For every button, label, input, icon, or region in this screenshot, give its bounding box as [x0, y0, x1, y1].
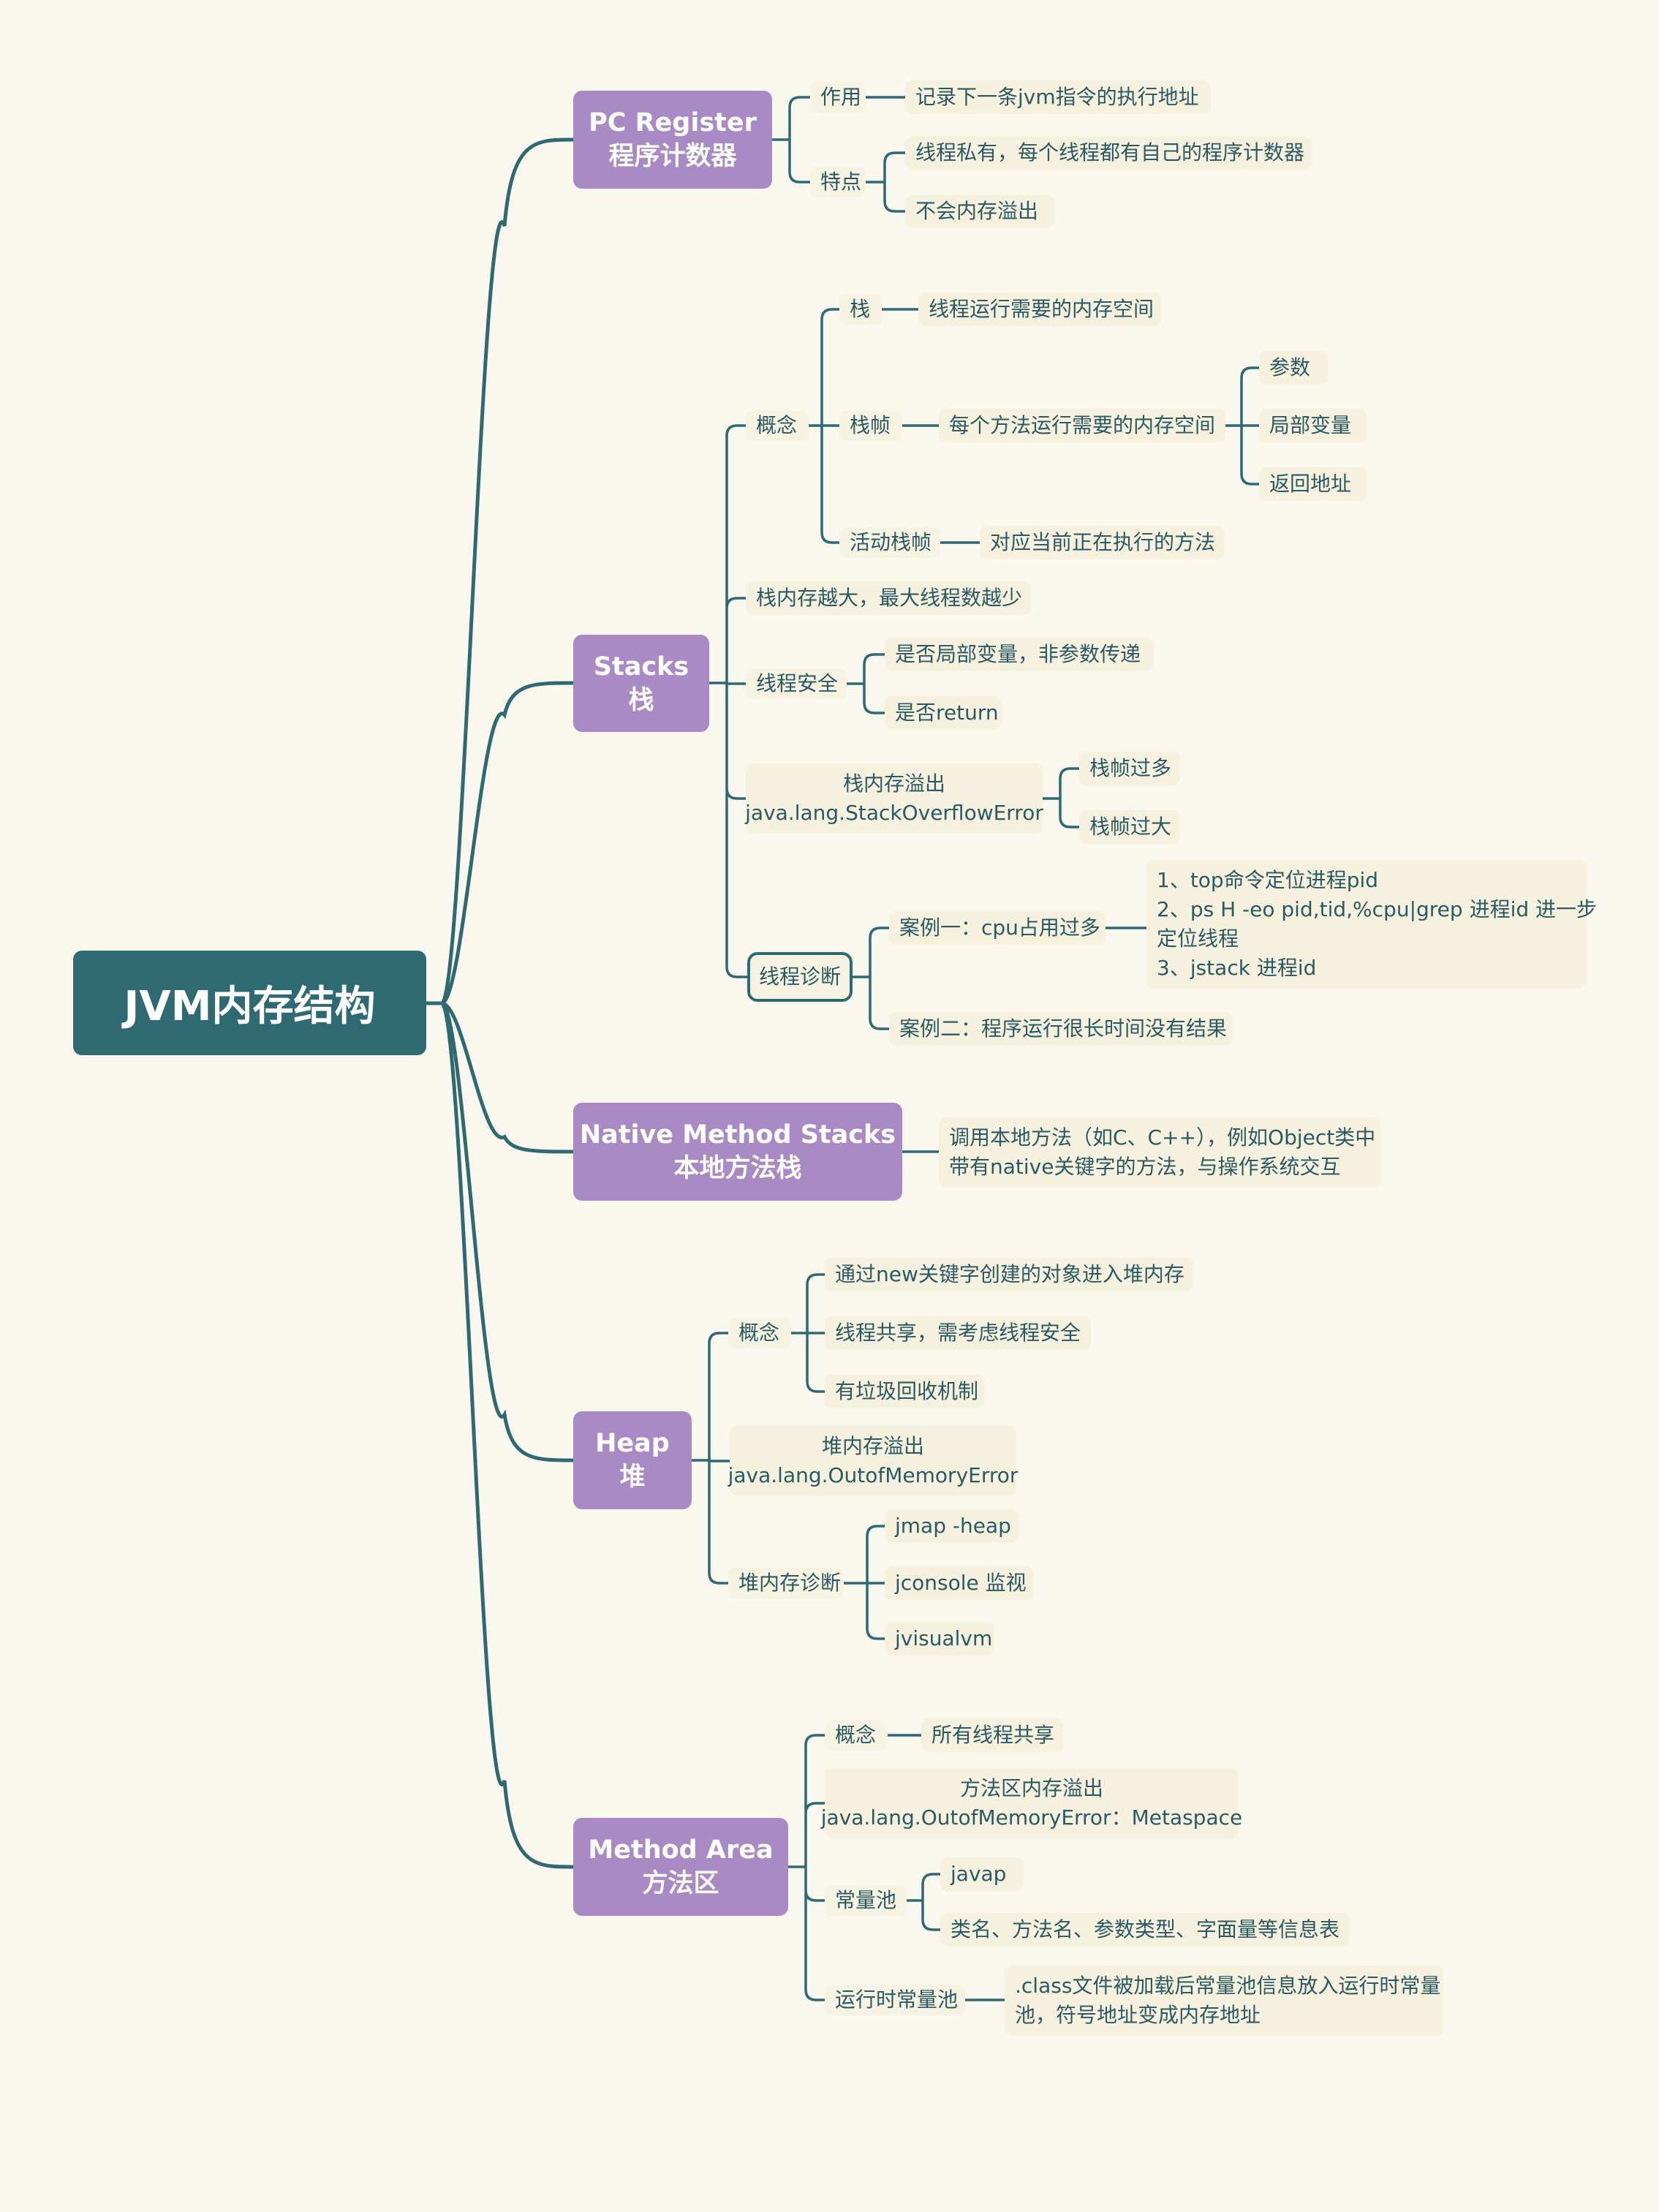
native-stacks-title: Native Method Stacks	[579, 1120, 896, 1150]
pc-feature-label[interactable]: 特点	[810, 167, 866, 197]
heap-overflow-line1: 堆内存溢出	[821, 1434, 924, 1458]
frame-text[interactable]: 每个方法运行需要的内存空间	[939, 409, 1225, 442]
method-overflow-line1: 方法区内存溢出	[959, 1776, 1103, 1800]
case1-step: 3、jstack 进程id	[1157, 956, 1317, 980]
case1-step: 1、top命令定位进程pid	[1157, 868, 1379, 892]
native-stacks-subtitle: 本地方法栈	[673, 1154, 802, 1183]
stacks-title: Stacks	[593, 652, 689, 682]
heap-diagnosis-item[interactable]: jvisualvm	[885, 1622, 994, 1656]
constant-pool-item[interactable]: javap	[940, 1857, 1024, 1891]
pc-feature-item[interactable]: 不会内存溢出	[905, 195, 1054, 228]
pc-register-title: PC Register	[589, 108, 757, 137]
heap-diagnosis-item[interactable]: jmap -heap	[885, 1509, 1019, 1543]
stacks-concept-label[interactable]: 概念	[746, 410, 809, 441]
pc-register-subtitle: 程序计数器	[608, 142, 737, 171]
method-overflow-node[interactable]: 方法区内存溢出 java.lang.OutofMemoryError：Metas…	[821, 1768, 1242, 1838]
case1-steps[interactable]: 1、top命令定位进程pid 2、ps H -eo pid,tid,%cpu|g…	[1146, 860, 1598, 989]
case2-label[interactable]: 案例二：程序运行很长时间没有结果	[889, 1012, 1233, 1046]
stack-overflow-node[interactable]: 栈内存溢出 java.lang.StackOverflowError	[745, 763, 1043, 834]
case1-step: 2、ps H -eo pid,tid,%cpu|grep 进程id 进一步	[1157, 897, 1598, 921]
active-frame-text[interactable]: 对应当前正在执行的方法	[980, 526, 1224, 559]
heap-overflow-node[interactable]: 堆内存溢出 java.lang.OutofMemoryError	[728, 1426, 1019, 1496]
stacks-subtitle: 栈	[628, 685, 654, 715]
case1-step: 定位线程	[1157, 926, 1239, 951]
native-desc[interactable]: 调用本地方法（如C、C++），例如Object类中 带有native关键字的方法…	[939, 1117, 1380, 1188]
heap-subtitle: 堆	[619, 1462, 646, 1492]
frame-label[interactable]: 栈帧	[839, 410, 902, 441]
stack-overflow-item[interactable]: 栈帧过多	[1079, 752, 1180, 785]
frame-item[interactable]: 返回地址	[1259, 467, 1367, 501]
thread-safety-line	[845, 653, 886, 714]
method-area-node[interactable]: Method Area 方法区	[573, 1818, 788, 1916]
runtime-pool-line: .class文件被加载后常量池信息放入运行时常量	[1015, 1974, 1441, 1998]
pc-role-text[interactable]: 记录下一条jvm指令的执行地址	[905, 80, 1211, 114]
constant-pool-item[interactable]: 类名、方法名、参数类型、字面量等信息表	[940, 1913, 1350, 1947]
pc-register-node[interactable]: PC Register 程序计数器	[573, 91, 772, 189]
heap-overflow-line2: java.lang.OutofMemoryError	[728, 1463, 1019, 1487]
heap-branch-line	[690, 1332, 731, 1585]
heap-concept-item[interactable]: 通过new关键字创建的对象进入堆内存	[825, 1258, 1193, 1291]
method-branch-line	[787, 1734, 826, 2001]
thread-diagnosis-line	[851, 926, 891, 1030]
thread-safety-item[interactable]: 是否return	[885, 696, 1002, 730]
pc-feature-item[interactable]: 线程私有，每个线程都有自己的程序计数器	[905, 136, 1312, 170]
heap-title: Heap	[595, 1429, 670, 1458]
stack-text[interactable]: 线程运行需要的内存空间	[918, 292, 1161, 326]
frame-item[interactable]: 参数	[1259, 351, 1328, 385]
constant-pool-line	[905, 1873, 942, 1931]
constant-pool-label[interactable]: 常量池	[825, 1885, 907, 1916]
heap-concept-item[interactable]: 有垃圾回收机制	[825, 1375, 984, 1408]
method-area-title: Method Area	[588, 1835, 774, 1865]
heap-concept-line	[790, 1273, 826, 1393]
stack-label[interactable]: 栈	[839, 294, 882, 325]
method-concept-text[interactable]: 所有线程共享	[921, 1718, 1063, 1752]
stack-overflow-line	[1041, 767, 1081, 828]
root-branch-line	[424, 137, 575, 1005]
heap-node[interactable]: Heap 堆	[573, 1411, 692, 1509]
native-desc-line: 调用本地方法（如C、C++），例如Object类中	[949, 1125, 1376, 1150]
frame-items-line	[1224, 366, 1261, 486]
method-overflow-line2: java.lang.OutofMemoryError：Metaspace	[820, 1805, 1243, 1830]
heap-diagnosis-label[interactable]: 堆内存诊断	[728, 1568, 844, 1598]
frame-item[interactable]: 局部变量	[1259, 409, 1367, 442]
stacks-node[interactable]: Stacks 栈	[573, 635, 709, 732]
root-node[interactable]: JVM内存结构	[73, 951, 426, 1055]
native-desc-line: 带有native关键字的方法，与操作系统交互	[949, 1155, 1341, 1179]
stacks-branch-line	[708, 424, 749, 978]
heap-concept-label[interactable]: 概念	[728, 1318, 791, 1348]
method-concept-label[interactable]: 概念	[825, 1720, 888, 1751]
thread-diagnosis-label[interactable]: 线程诊断	[747, 952, 853, 1002]
runtime-pool-text[interactable]: .class文件被加载后常量池信息放入运行时常量 池，符号地址变成内存地址	[1005, 1966, 1443, 2036]
root-label: JVM内存结构	[124, 983, 376, 1030]
stacks-concept-line	[807, 308, 841, 544]
root-branch-line	[424, 1001, 575, 1154]
stack-overflow-line2: java.lang.StackOverflowError	[745, 801, 1043, 825]
thread-safety-label[interactable]: 线程安全	[746, 668, 847, 699]
active-frame-label[interactable]: 活动栈帧	[839, 527, 940, 558]
root-branch-line	[424, 1001, 575, 1462]
root-branch-line	[424, 1001, 575, 1869]
native-stacks-node[interactable]: Native Method Stacks 本地方法栈	[573, 1103, 902, 1201]
runtime-pool-label[interactable]: 运行时常量池	[825, 1985, 965, 2015]
root-branch-line	[424, 681, 575, 1005]
heap-concept-item[interactable]: 线程共享，需考虑线程安全	[825, 1316, 1091, 1350]
thread-safety-item[interactable]: 是否局部变量，非参数传递	[885, 638, 1154, 671]
method-area-subtitle: 方法区	[642, 1869, 719, 1898]
pc-role-label[interactable]: 作用	[810, 82, 866, 113]
runtime-pool-line: 池，符号地址变成内存地址	[1015, 2003, 1261, 2027]
heap-diagnosis-line	[842, 1525, 886, 1640]
pc-branch-line	[771, 96, 812, 184]
case1-label[interactable]: 案例一：cpu占用过多	[889, 911, 1106, 945]
stack-overflow-item[interactable]: 栈帧过大	[1079, 810, 1180, 844]
stack-size-note[interactable]: 栈内存越大，最大线程数越少	[746, 581, 1031, 615]
stack-overflow-line1: 栈内存溢出	[842, 771, 945, 796]
heap-diagnosis-item[interactable]: jconsole 监视	[885, 1566, 1034, 1600]
pc-feature-line	[864, 151, 907, 213]
